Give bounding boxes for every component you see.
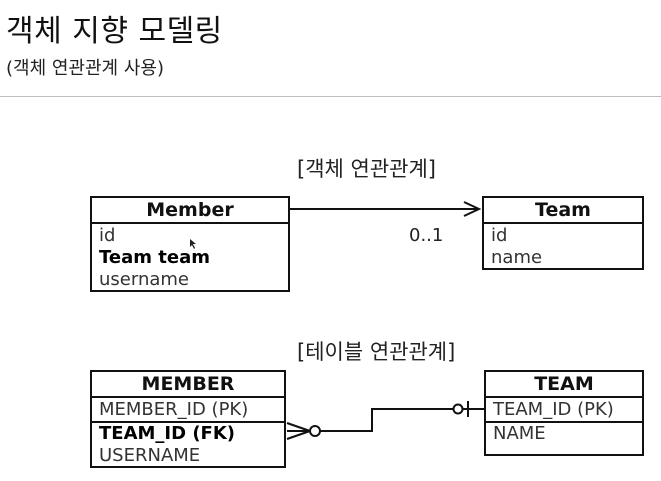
team-field-id: id xyxy=(491,225,508,246)
team-class-box: Team id name xyxy=(482,196,644,270)
member-field-team: Team team xyxy=(99,247,210,268)
member-table-fk: TEAM_ID (FK) xyxy=(99,423,236,444)
page-title: 객체 지향 모델링 xyxy=(6,14,223,49)
mouse-cursor-icon xyxy=(190,239,196,249)
team-table-name: TEAM xyxy=(486,372,642,398)
multiplicity-label: 0..1 xyxy=(409,225,444,246)
member-table-name: MEMBER xyxy=(92,372,284,398)
table-association-label: [테이블 연관관계] xyxy=(297,340,456,364)
team-table-pk: TEAM_ID (PK) xyxy=(486,399,642,423)
member-table-username: USERNAME xyxy=(99,445,201,466)
divider xyxy=(0,96,661,97)
member-field-id: id xyxy=(99,225,116,246)
object-association-label: [객체 연관관계] xyxy=(297,157,436,181)
member-field-username: username xyxy=(99,269,189,290)
team-class-name: Team xyxy=(484,198,642,224)
association-arrow xyxy=(290,201,482,217)
zero-or-one-marker xyxy=(452,401,469,417)
crows-foot-many-marker xyxy=(286,422,321,440)
member-table-box: MEMBER MEMBER_ID (PK) TEAM_ID (FK) USERN… xyxy=(90,370,286,468)
member-table-pk: MEMBER_ID (PK) xyxy=(92,399,284,423)
member-class-box: Member id Team team username xyxy=(90,196,290,292)
member-class-name: Member xyxy=(92,198,288,224)
team-field-name: name xyxy=(491,247,543,268)
page-subtitle: (객체 연관관계 사용) xyxy=(6,58,164,79)
relationship-line xyxy=(287,408,484,432)
team-table-name-col: NAME xyxy=(493,423,546,444)
team-table-box: TEAM TEAM_ID (PK) NAME xyxy=(484,370,644,456)
